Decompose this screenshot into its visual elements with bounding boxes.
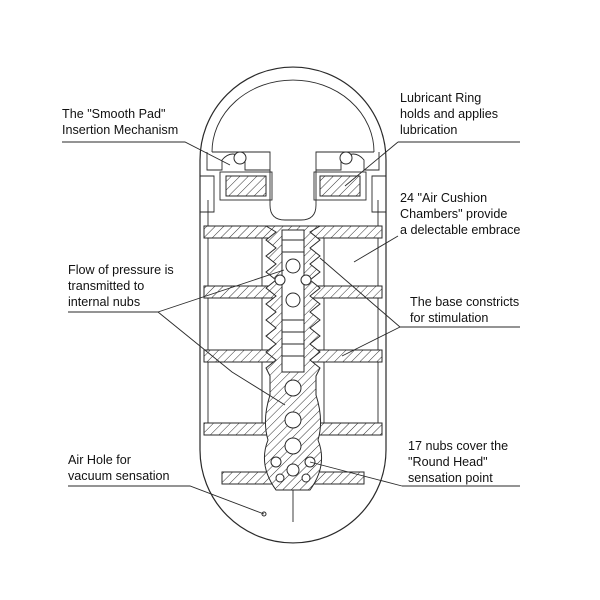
label-nubs-line-2: "Round Head" <box>408 455 488 469</box>
label-base-constricts: The base constricts for stimulation <box>410 295 523 325</box>
label-base-constricts-line-1: The base constricts <box>410 295 519 309</box>
label-nubs: 17 nubs cover the "Round Head" sensation… <box>408 439 512 485</box>
lubricant-ring <box>219 171 367 201</box>
leader-lines <box>62 141 520 515</box>
label-air-cushion: 24 "Air Cushion Chambers" provide a dele… <box>400 191 520 237</box>
label-air-hole-line-2: vacuum sensation <box>68 469 170 483</box>
label-air-hole: Air Hole for vacuum sensation <box>68 453 170 483</box>
label-air-cushion-line-3: a delectable embrace <box>400 223 520 237</box>
label-nubs-line-1: 17 nubs cover the <box>408 439 508 453</box>
label-nubs-line-3: sensation point <box>408 471 493 485</box>
label-smooth-pad-line-2: Insertion Mechanism <box>62 123 178 137</box>
label-lubricant-ring-line-3: lubrication <box>400 123 457 137</box>
label-flow-pressure: Flow of pressure is transmitted to inter… <box>68 263 177 309</box>
air-hole <box>261 490 294 522</box>
internal-nubs <box>270 258 316 483</box>
smooth-pad-mechanism <box>200 79 386 221</box>
label-smooth-pad-line-1: The "Smooth Pad" <box>62 107 165 121</box>
label-air-hole-line-1: Air Hole for <box>68 453 131 467</box>
label-air-cushion-line-1: 24 "Air Cushion <box>400 191 487 205</box>
label-flow-pressure-line-2: transmitted to <box>68 279 144 293</box>
label-flow-pressure-line-3: internal nubs <box>68 295 140 309</box>
label-base-constricts-line-2: for stimulation <box>410 311 488 325</box>
label-lubricant-ring-line-1: Lubricant Ring <box>400 91 481 105</box>
label-air-cushion-line-2: Chambers" provide <box>400 207 507 221</box>
label-lubricant-ring: Lubricant Ring holds and applies lubrica… <box>400 91 502 137</box>
label-lubricant-ring-line-2: holds and applies <box>400 107 498 121</box>
label-flow-pressure-line-1: Flow of pressure is <box>68 263 174 277</box>
label-smooth-pad: The "Smooth Pad" Insertion Mechanism <box>62 107 178 137</box>
